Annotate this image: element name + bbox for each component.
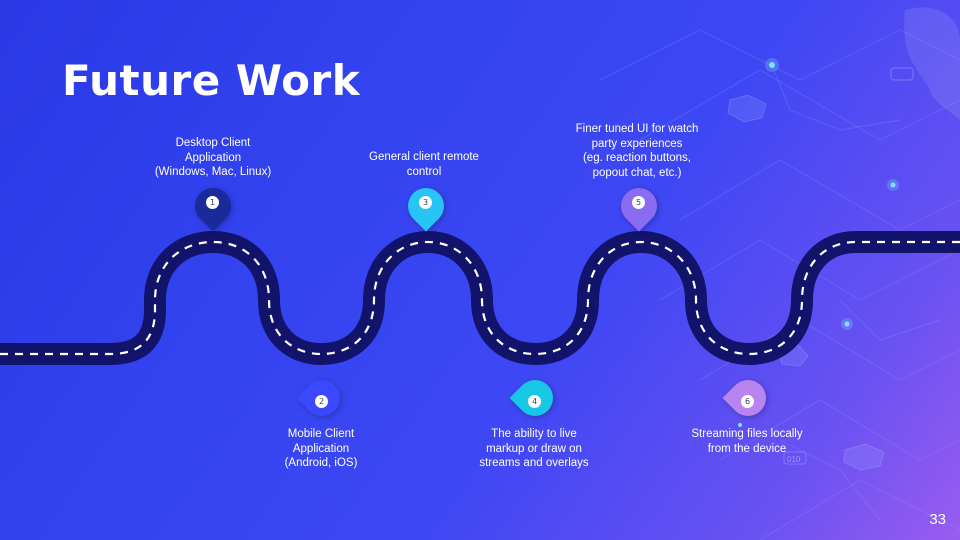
- milestone-4-number: 4: [528, 395, 541, 408]
- milestone-2-caption: Mobile Client Application (Android, iOS): [284, 428, 358, 469]
- milestone-3-number: 3: [419, 196, 432, 209]
- milestone-5-number: 5: [632, 196, 645, 209]
- milestone-3-caption: General client remote control: [369, 151, 479, 178]
- milestone-4-caption: The ability to live markup or draw on st…: [479, 428, 589, 469]
- milestone-5-caption: Finer tuned UI for watch party experienc…: [575, 123, 699, 179]
- milestone-6-number: 6: [741, 395, 754, 408]
- slide-title: Future Work: [62, 56, 361, 105]
- milestone-1-caption: Desktop Client Application (Windows, Mac…: [154, 137, 272, 178]
- milestone-2-number: 2: [315, 395, 328, 408]
- milestone-6-caption: Streaming files locally from the device: [691, 428, 803, 455]
- decor-binary-text: 010: [787, 455, 801, 464]
- page-number: 33: [929, 511, 946, 528]
- milestone-1-number: 1: [206, 196, 219, 209]
